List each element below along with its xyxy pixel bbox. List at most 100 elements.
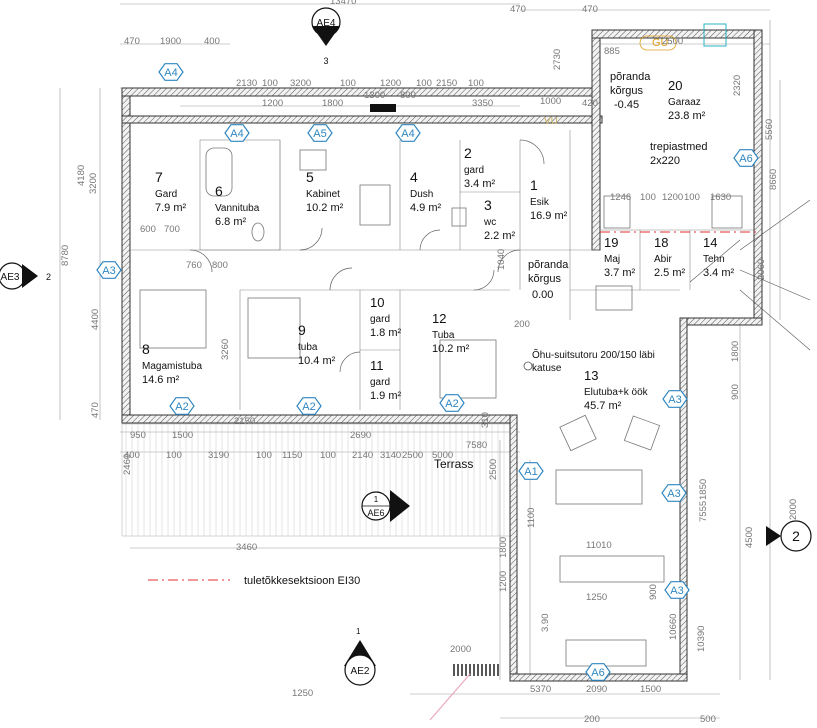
tag-A2: A2	[296, 397, 322, 415]
section-marker-ae2: 1 AE2	[344, 627, 376, 686]
room-name: Tehn	[703, 254, 725, 265]
walls	[121, 29, 763, 682]
dimension-label: 1200	[662, 192, 683, 203]
dimension-label: 800	[400, 90, 416, 101]
dimension-label: 5560	[764, 119, 775, 140]
floor-level-garage-3: -0.45	[614, 99, 639, 111]
tag-A6: A6	[585, 663, 611, 681]
dimension-label: 7555	[698, 501, 709, 522]
room-name: gard	[464, 165, 484, 176]
furniture	[139, 147, 743, 667]
tag-A3: A3	[661, 484, 687, 502]
dimension-label: 1500	[172, 430, 193, 441]
dimension-label: 400	[204, 36, 220, 47]
room-name: Kabinet	[306, 189, 340, 200]
dimension-label: 1900	[160, 36, 181, 47]
room-area: 16.9 m²	[530, 210, 568, 222]
dimension-label: 100	[468, 78, 484, 89]
room-area: 2.5 m²	[654, 267, 686, 279]
svg-text:A2: A2	[445, 398, 458, 410]
dimension-label: 1800	[730, 341, 741, 362]
tag-A1: A1	[518, 462, 544, 480]
dimension-label: 100	[166, 450, 182, 461]
dimension-label: 8780	[60, 245, 71, 266]
dimension-label: 3460	[236, 542, 257, 553]
floor-level-main-2: kõrgus	[528, 273, 562, 285]
dimension-label: 1300	[364, 90, 385, 101]
dimension-label: 2130	[236, 78, 257, 89]
room-number: 19	[604, 235, 618, 250]
room-number: 8	[142, 341, 150, 357]
room-area: 4.9 m²	[410, 202, 442, 214]
room-name: Vannituba	[215, 203, 260, 214]
room-number: 9	[298, 322, 306, 338]
dimension-label: 1200	[498, 571, 509, 592]
dimension-label: 100	[684, 192, 700, 203]
misc-marks	[370, 104, 811, 721]
room-name: gard	[370, 314, 390, 325]
dimension-label: 4180	[76, 165, 87, 186]
tag-A4: A4	[158, 63, 184, 81]
room-number: 4	[410, 169, 418, 185]
room-name: wc	[483, 217, 496, 228]
room-area: 6.8 m²	[215, 216, 247, 228]
dimension-label: 950	[130, 430, 146, 441]
dimension-label: 310	[480, 412, 491, 428]
dimension-label: 2730	[552, 49, 563, 70]
section-ae3-num: 2	[46, 272, 51, 282]
dimension-label: 885	[604, 46, 620, 57]
room-name: tuba	[298, 342, 318, 353]
dimension-label: 2150	[436, 78, 457, 89]
section-marker-ae4: AE4 3	[311, 7, 341, 66]
room-number: 20	[668, 78, 682, 93]
room-area: 14.6 m²	[142, 374, 180, 386]
room-name: Maj	[604, 254, 620, 265]
dimension-label: 1250	[292, 688, 313, 699]
legend-label: tuletõkkesektsioon EI30	[244, 575, 360, 587]
dimension-label: 10390	[696, 626, 707, 652]
room-name: Magamistuba	[142, 361, 202, 372]
dimension-label: 100	[640, 192, 656, 203]
tag-A3: A3	[96, 261, 122, 279]
dimension-label: 1850	[698, 479, 709, 500]
room-number: 7	[155, 169, 163, 185]
room-name: Gard	[155, 189, 177, 200]
dimension-label: 1100	[526, 508, 537, 528]
dimension-label: 3.90	[540, 614, 551, 633]
section-ae4-num: 3	[323, 56, 328, 66]
dimension-label: 1500	[640, 684, 661, 695]
svg-text:A5: A5	[313, 128, 326, 140]
room-number: 13	[584, 368, 598, 383]
svg-text:A3: A3	[670, 585, 683, 597]
floor-level-main-1: põranda	[528, 259, 569, 271]
room-number: 6	[215, 183, 223, 199]
dimension-label: 4400	[90, 309, 101, 330]
section-marker-ae3: AE3 2	[0, 262, 51, 290]
axis-marker-2: 2	[766, 520, 812, 552]
gu-badge	[639, 35, 677, 51]
room-area: 7.9 m²	[155, 202, 187, 214]
section-ae2-name: AE2	[351, 666, 370, 677]
svg-text:A1: A1	[524, 466, 537, 478]
room-number: 1	[530, 177, 538, 193]
room-area: 1.8 m²	[370, 327, 402, 339]
room-area: 1.9 m²	[370, 390, 402, 402]
dimension-label: 2150	[234, 416, 255, 427]
section-ae3-name: AE3	[1, 272, 20, 283]
dimension-label: 1000	[540, 96, 561, 107]
dimension-label: 800	[212, 260, 228, 271]
svg-text:A2: A2	[302, 401, 315, 413]
dimension-label: 1040	[496, 249, 507, 270]
room-area: 10.2 m²	[432, 343, 470, 355]
room-number: 3	[484, 197, 492, 213]
dimension-label: 2500	[488, 459, 499, 480]
room-number: 10	[370, 295, 384, 310]
